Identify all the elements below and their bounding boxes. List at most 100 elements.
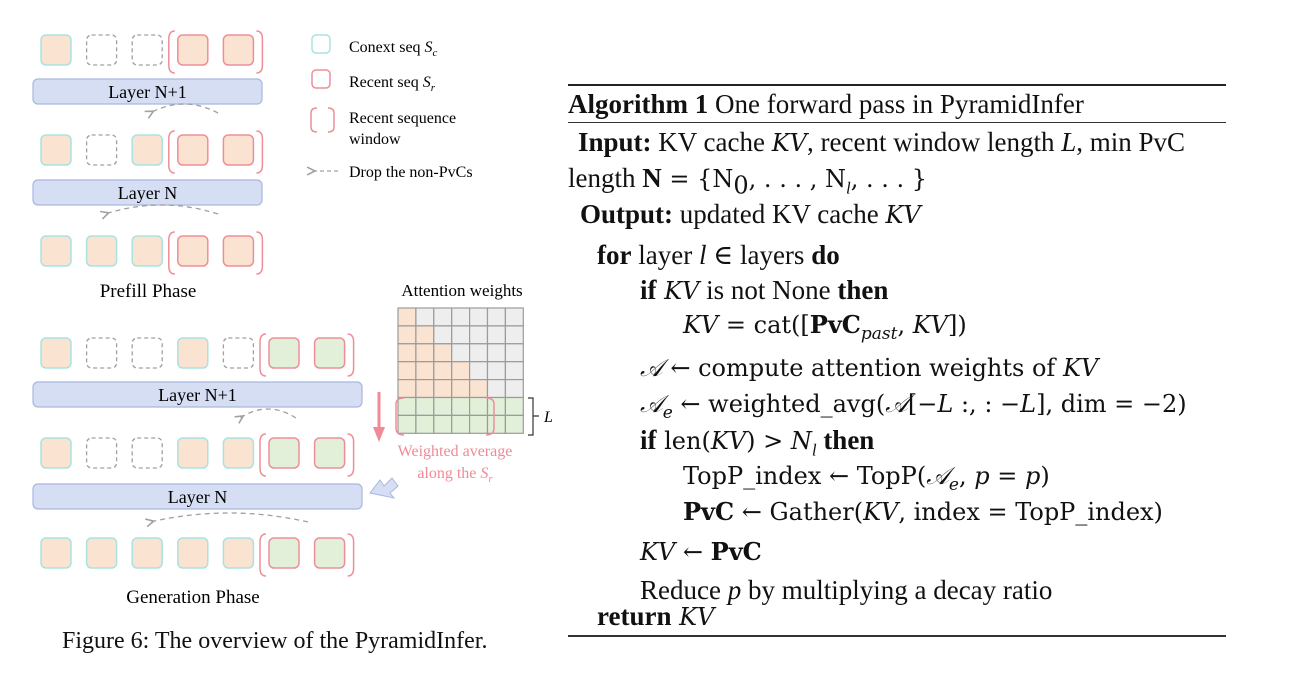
generated-token [313, 437, 346, 469]
attention-cell [397, 325, 417, 345]
generated-token [268, 337, 300, 369]
attention-cell [486, 414, 506, 434]
attention-cell [486, 361, 506, 381]
attention-cell [451, 343, 471, 363]
attention-cell [504, 343, 524, 363]
generated-token [268, 437, 300, 469]
layer-label: Layer N+1 [158, 385, 237, 405]
window-bracket-right [256, 30, 264, 74]
recent-token [222, 134, 255, 166]
layer-block [32, 78, 263, 105]
legend-window-bracket-icon [310, 107, 318, 133]
context-token [131, 134, 163, 166]
context-token [40, 337, 72, 369]
feedback-arrow-icon [369, 477, 399, 499]
alg-line-return: return KV [597, 601, 715, 631]
recent-token [177, 235, 209, 267]
attention-cell [504, 307, 524, 327]
attention-cell [451, 414, 471, 434]
attention-cell [415, 325, 435, 345]
window-bracket-right [347, 333, 355, 377]
window-bracket-left [168, 30, 175, 74]
context-token [40, 235, 72, 267]
attention-cell [486, 396, 506, 416]
generated-token [313, 537, 346, 569]
context-token [177, 437, 209, 469]
figure-caption: Figure 6: The overview of the PyramidInf… [62, 628, 488, 654]
recent-token [177, 34, 209, 66]
attention-cell [469, 396, 489, 416]
recent-token [222, 34, 255, 66]
legend-window-label-2: window [349, 131, 401, 148]
attention-cell [397, 396, 417, 416]
window-bracket-right [256, 130, 264, 174]
context-token [131, 235, 163, 267]
window-bracket-left [168, 231, 175, 275]
legend-context-label: Conext seq Sc [349, 39, 438, 59]
context-token [222, 537, 255, 569]
dropped-token [131, 34, 163, 66]
bottom-rule [568, 635, 1226, 637]
dropped-token [85, 34, 118, 66]
alg-line-attention: 𝒜 ← compute attention weights of KV [640, 354, 1099, 382]
legend-recent-swatch [311, 69, 331, 89]
drop-arrow-icon [150, 103, 219, 113]
attention-cell [504, 325, 524, 345]
window-bracket-left [259, 533, 267, 577]
attention-cell [433, 396, 453, 416]
legend-drop-label: Drop the non-PvCs [349, 164, 473, 181]
generated-token [313, 337, 346, 369]
recent-token [177, 134, 209, 166]
dropped-token [85, 437, 118, 469]
attention-cell [469, 379, 489, 399]
weighted-average-label-1: Weighted average [398, 443, 513, 460]
window-bracket-left [168, 130, 175, 174]
context-token [40, 34, 72, 66]
attention-cell [433, 379, 453, 399]
window-bracket-left [259, 333, 267, 377]
attention-title: Attention weights [401, 281, 522, 300]
attention-cell [486, 325, 506, 345]
window-bracket-right [256, 231, 264, 275]
alg-line-cat: KV = cat([PvCpast, KV]) [683, 310, 967, 344]
alg-line-reduce: Reduce p by multiplying a decay ratio [640, 575, 1053, 605]
attention-cell [415, 343, 435, 363]
attention-cell [415, 361, 435, 381]
context-token [85, 235, 118, 267]
context-token [177, 337, 209, 369]
algorithm-title: Algorithm 1 One forward pass in PyramidI… [568, 89, 1084, 119]
alg-line-length: length N = {N0, . . . , Nl, . . . } [568, 163, 928, 200]
attention-cell [504, 414, 524, 434]
recent-window-bracket [395, 397, 405, 436]
alg-line-if-kv: if KV is not None then [640, 275, 889, 305]
attention-cell [415, 379, 435, 399]
dropped-token [222, 337, 255, 369]
legend: Conext seq Sc Recent seq Sr Recent seque… [310, 34, 473, 181]
attention-cell [451, 379, 471, 399]
attention-cell [469, 325, 489, 345]
attention-cell [433, 325, 453, 345]
attention-cell [415, 307, 435, 327]
context-token [40, 537, 72, 569]
context-token [222, 437, 255, 469]
recent-token [222, 235, 255, 267]
attention-cell [397, 361, 417, 381]
layer-block [32, 381, 363, 408]
title-rule [568, 122, 1226, 123]
alg-line-for: for layer l ∈ layers do [597, 240, 840, 270]
dropped-token [131, 337, 163, 369]
attention-cell [469, 307, 489, 327]
alg-line-assign: KV ← PvC [640, 537, 762, 566]
alg-line-if-len: if len(KV) > Nl then [640, 425, 875, 460]
attention-cell [415, 396, 435, 416]
attention-cell [433, 307, 453, 327]
dropped-token [131, 437, 163, 469]
attention-cell [397, 379, 417, 399]
weighted-average-label-2: along the Sr [417, 465, 493, 485]
attention-cell [451, 307, 471, 327]
attention-cell [469, 414, 489, 434]
attention-cell [469, 361, 489, 381]
attention-cell [397, 414, 417, 434]
